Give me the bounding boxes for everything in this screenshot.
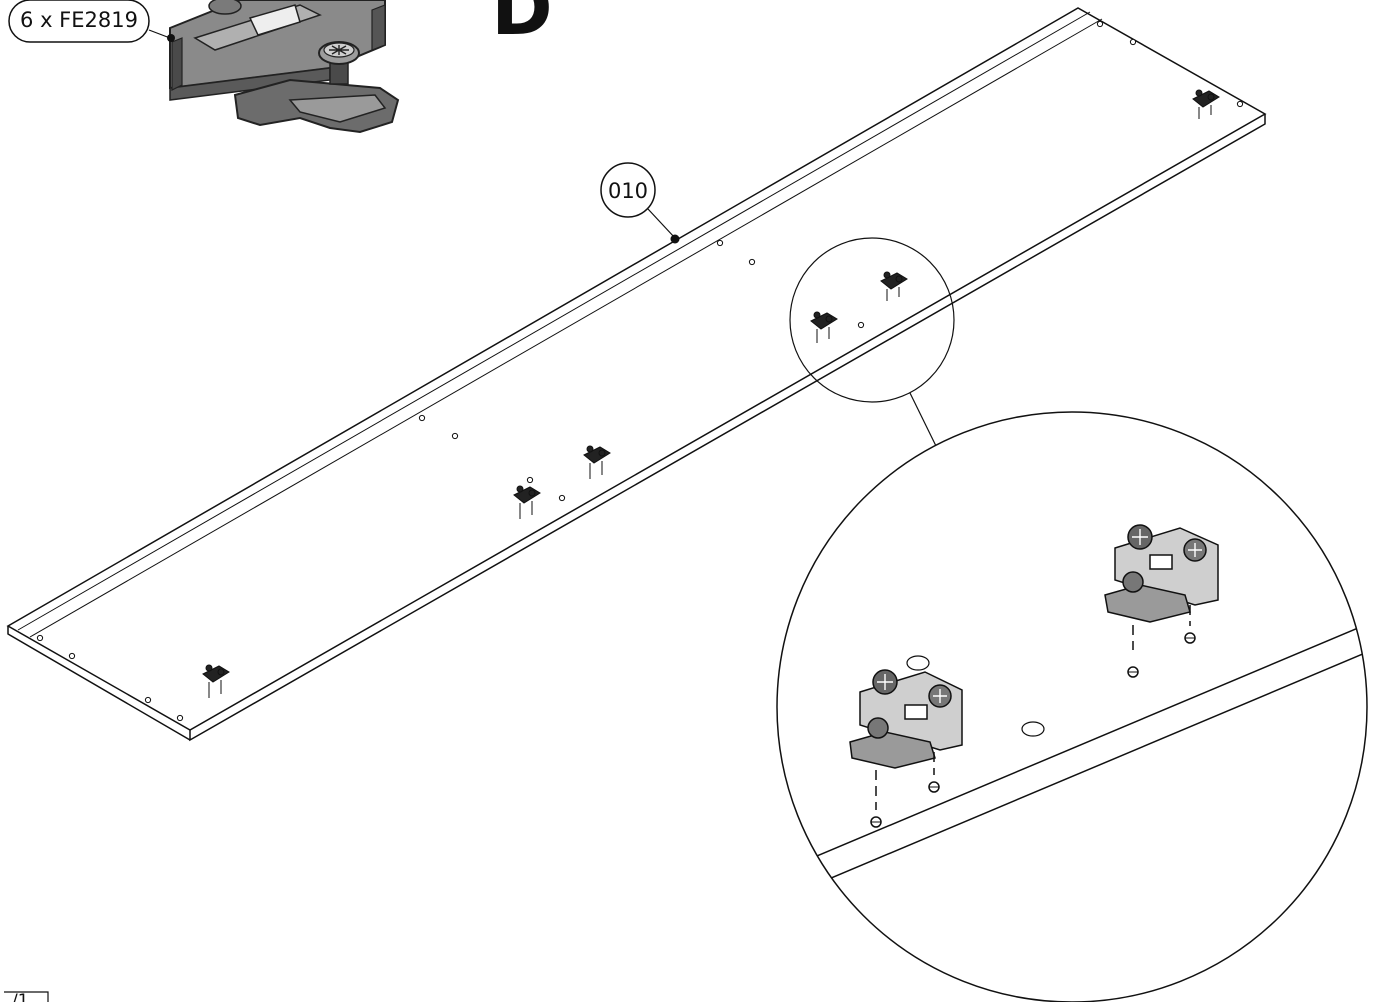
- page-marker: /1: [4, 991, 49, 1002]
- panel-010: [6, 7, 1267, 742]
- mounting-plate-detail-2: [849, 669, 963, 828]
- step-letter: D: [491, 0, 552, 52]
- page-marker-text: /1: [12, 991, 29, 1002]
- panel-label-text: 010: [608, 179, 648, 203]
- part-callout-text: 6 x FE2819: [20, 8, 138, 32]
- mounting-plate-detail-1: [1104, 524, 1219, 678]
- detail-view: [776, 411, 1368, 1002]
- detail-callout-circle-small: [789, 237, 955, 447]
- panel-holes: [36, 20, 1244, 722]
- mounting-plate-small: [202, 89, 1220, 698]
- panel-label-callout: 010: [600, 162, 680, 244]
- part-callout: 6 x FE2819: [8, 0, 171, 43]
- mounting-plate-illustration: [167, 0, 400, 134]
